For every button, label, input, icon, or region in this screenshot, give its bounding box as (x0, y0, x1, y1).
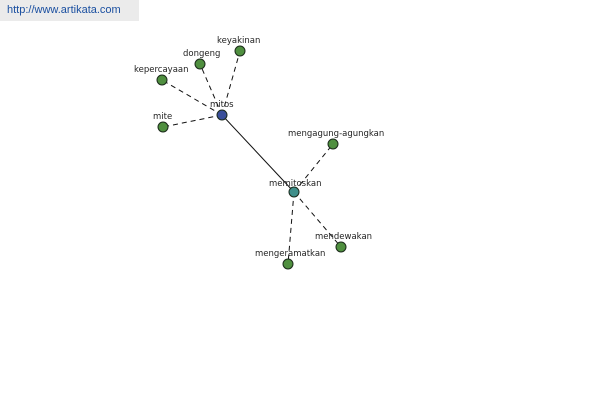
node-dongeng[interactable] (194, 58, 206, 70)
edge-memitoskan-mendewakan (293, 191, 342, 248)
site-url-bar: http://www.artikata.com (0, 0, 139, 21)
edge-mitos-mite (162, 114, 223, 128)
graph-edges (161, 50, 342, 265)
edge-mitos-memitoskan (221, 114, 295, 193)
node-label-dongeng[interactable]: dongeng (183, 49, 220, 59)
node-label-mitos[interactable]: mitos (210, 100, 234, 110)
node-memitoskan[interactable] (288, 186, 300, 198)
site-url-link[interactable]: http://www.artikata.com (7, 4, 121, 16)
node-label-mendewakan[interactable]: mendewakan (315, 232, 372, 242)
edge-memitoskan-mengagung-agungkan (293, 143, 334, 193)
edge-memitoskan-mengeramatkan (287, 191, 295, 265)
node-mengagung-agungkan[interactable] (327, 138, 339, 150)
edge-mitos-dongeng (199, 63, 223, 116)
node-label-mite[interactable]: mite (153, 112, 172, 122)
node-mite[interactable] (157, 121, 169, 133)
node-mendewakan[interactable] (335, 241, 347, 253)
node-label-mengagung-agungkan[interactable]: mengagung-agungkan (288, 129, 384, 139)
graph-labels: mitos memitoskan keyakinan dongeng kepercaya… (134, 36, 384, 259)
graph-nodes (156, 45, 347, 270)
node-label-memitoskan[interactable]: memitoskan (269, 179, 321, 189)
edge-mitos-kepercayaan (161, 79, 223, 116)
node-mitos[interactable] (216, 109, 228, 121)
node-mengeramatkan[interactable] (282, 258, 294, 270)
edge-mitos-keyakinan (221, 50, 241, 116)
node-label-keyakinan[interactable]: keyakinan (217, 36, 260, 46)
node-label-mengeramatkan[interactable]: mengeramatkan (255, 249, 325, 259)
node-kepercayaan[interactable] (156, 74, 168, 86)
node-keyakinan[interactable] (234, 45, 246, 57)
node-label-kepercayaan[interactable]: kepercayaan (134, 65, 189, 75)
